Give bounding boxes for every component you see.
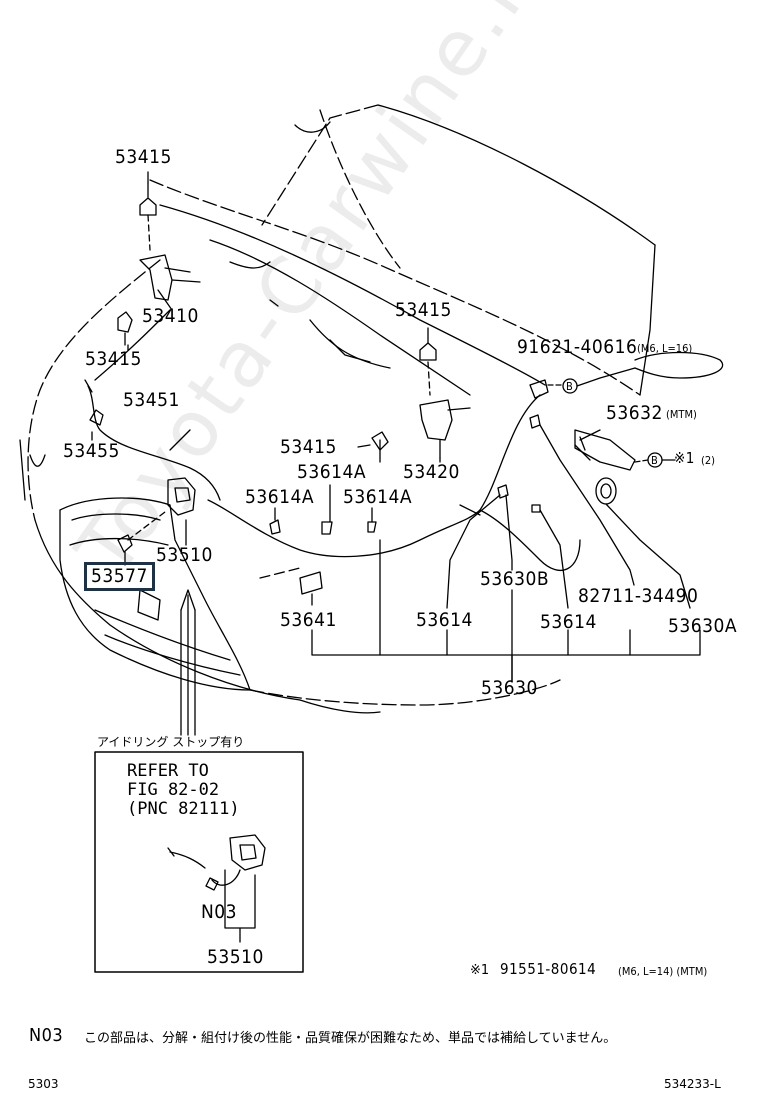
label-53451: 53451 (123, 389, 180, 411)
label-53420: 53420 (403, 461, 460, 483)
support-bracket (574, 429, 636, 471)
label-note-ref: ※1 (674, 449, 695, 467)
note-code: N03 (29, 1025, 64, 1046)
label-53415: 53415 (280, 436, 337, 458)
label-53630A: 53630A (668, 615, 738, 637)
inset-refer-line3: (PNC 82111) (127, 799, 240, 819)
label-53641: 53641 (280, 609, 337, 631)
label-circle-b: B (651, 454, 658, 467)
body-outline (27, 259, 161, 521)
label-53577-highlighted: 53577 (84, 562, 155, 591)
label-53614A: 53614A (343, 486, 413, 508)
label-53632: 53632 (606, 402, 663, 424)
label-53632-spec: (MTM) (666, 408, 697, 421)
page-code-left: 5303 (28, 1077, 59, 1091)
label-note-qty: (2) (701, 454, 716, 467)
label-53614A: 53614A (297, 461, 367, 483)
label-53455: 53455 (63, 440, 120, 462)
label-53614: 53614 (416, 609, 473, 631)
label-53415: 53415 (395, 299, 452, 321)
footnote-spec: (M6, L=14) (MTM) (618, 965, 708, 978)
label-82711-34490: 82711-34490 (578, 585, 699, 607)
inset-box (94, 751, 304, 973)
inset-refer-line2: FIG 82-02 (127, 780, 220, 800)
inset-refer-line1: REFER TO (127, 761, 209, 781)
hood-outline (149, 179, 641, 396)
inset-label-53510: 53510 (207, 946, 264, 968)
label-53614A: 53614A (245, 486, 315, 508)
label-53510: 53510 (156, 544, 213, 566)
label-53415: 53415 (85, 348, 142, 370)
grille (59, 497, 251, 691)
label-53630B: 53630B (480, 568, 550, 590)
footnote-part: 91551-80614 (500, 960, 597, 978)
label-53415: 53415 (115, 146, 172, 168)
footnote-mark: ※1 (470, 963, 490, 978)
hood-lock (167, 477, 196, 516)
label-circle-b: B (566, 380, 573, 393)
label-91621-spec: (M6, L=16) (637, 342, 693, 355)
inset-label-n03: N03 (201, 901, 238, 923)
label-91621-40616: 91621-40616 (517, 336, 638, 358)
label-53614: 53614 (540, 611, 597, 633)
label-53630: 53630 (481, 677, 538, 699)
note-text: この部品は、分解・組付け後の性能・品質確保が困難なため、単品では補給していません… (84, 1031, 617, 1046)
label-53410: 53410 (142, 305, 199, 327)
page-code-right: 534233-L (664, 1077, 721, 1091)
inset-caption: アイドリング ストップ有り (97, 735, 245, 749)
